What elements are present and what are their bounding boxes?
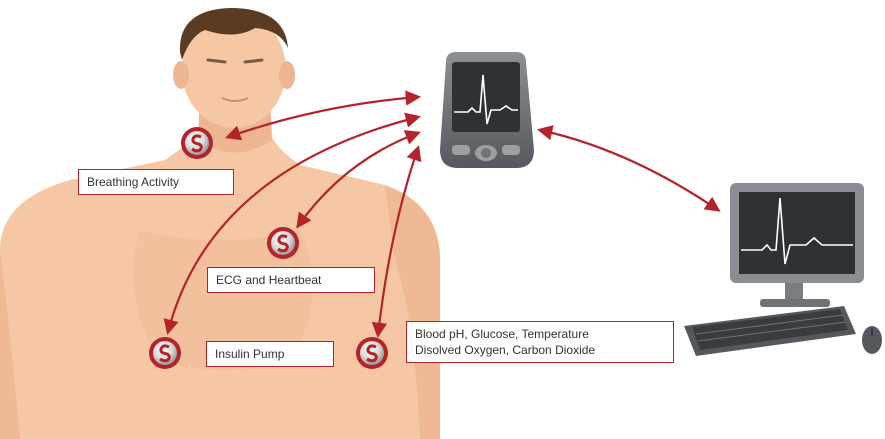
breathing-activity-label: Breathing Activity <box>78 169 234 195</box>
sensor-icon <box>267 227 299 259</box>
ecg-heartbeat-label: ECG and Heartbeat <box>207 267 375 293</box>
handheld-monitor-icon <box>440 52 534 168</box>
ecg-heartbeat-text: ECG and Heartbeat <box>216 273 321 287</box>
blood-metrics-line-2: Disolved Oxygen, Carbon Dioxide <box>415 342 665 358</box>
desktop-computer-icon <box>730 183 864 307</box>
right-ear <box>279 61 295 89</box>
insulin-pump-text: Insulin Pump <box>215 347 284 361</box>
left-ear <box>173 61 189 89</box>
human-figure <box>0 8 440 439</box>
keyboard-icon <box>684 306 856 356</box>
sensor-icon <box>181 127 213 159</box>
insulin-pump-label: Insulin Pump <box>206 341 334 367</box>
sensor-icon <box>149 337 181 369</box>
mouse-icon <box>862 326 882 354</box>
sensor-icon <box>356 337 388 369</box>
breathing-activity-text: Breathing Activity <box>87 175 179 189</box>
arrow-computer <box>540 130 718 210</box>
blood-metrics-label: Blood pH, Glucose, Temperature Disolved … <box>406 321 674 363</box>
blood-metrics-line-1: Blood pH, Glucose, Temperature <box>415 326 665 342</box>
